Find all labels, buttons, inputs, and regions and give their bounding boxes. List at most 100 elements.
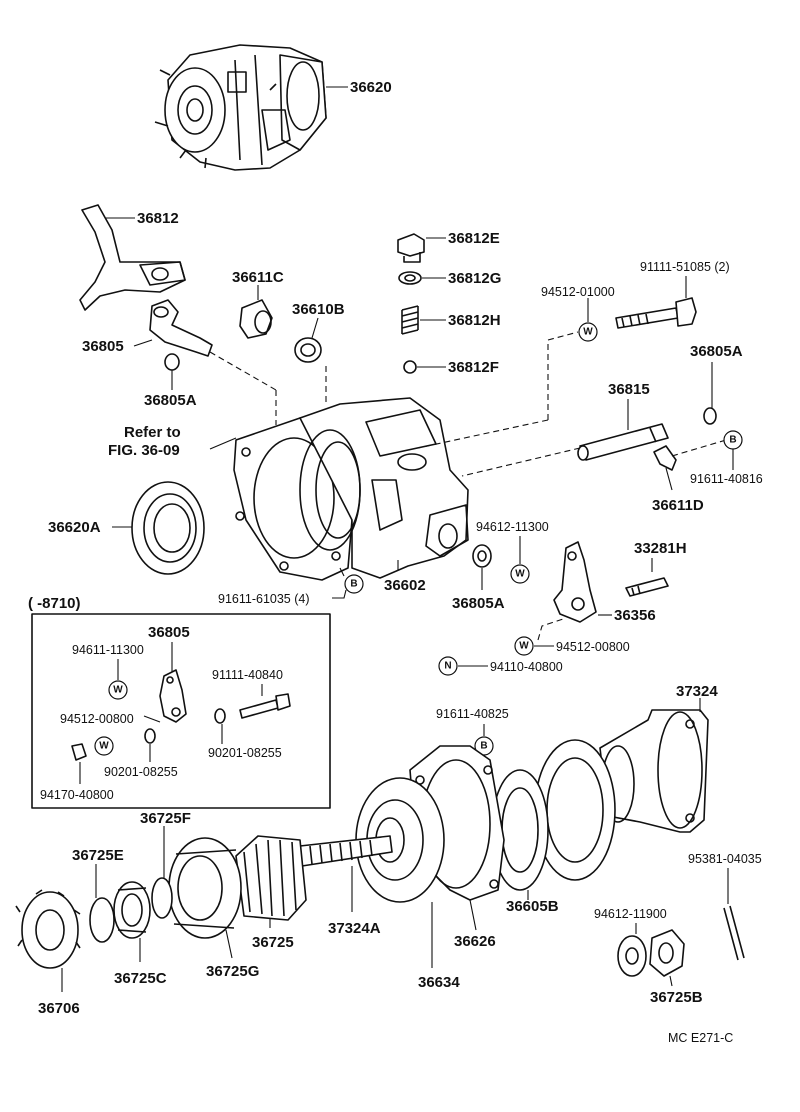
label-36812: 36812 [137, 210, 179, 227]
washer-symbol-inset-94512: W [94, 736, 114, 756]
label-94110-40800: 94110-40800 [490, 660, 563, 674]
label-36812f: 36812F [448, 359, 499, 376]
label-inset-90201-08255-a: 90201-08255 [208, 746, 282, 760]
bearing-retainer-37324-drawing [599, 709, 709, 833]
label-94612-11900: 94612-11900 [594, 907, 667, 921]
needle-bearing-36725c-drawing [113, 881, 151, 939]
shift-fork-drawing [79, 204, 186, 311]
washer-symbol-94612-11300: W [510, 564, 530, 584]
transfer-assembly-drawing [154, 44, 327, 171]
label-37324: 37324 [676, 683, 718, 700]
label-inset-90201-08255-b: 90201-08255 [104, 765, 178, 779]
nut-symbol-94110-40800: N [438, 656, 458, 676]
svg-text:B: B [350, 579, 357, 590]
label-36725b: 36725B [650, 989, 703, 1006]
svg-text:W: W [519, 641, 529, 652]
label-36812e: 36812E [448, 230, 500, 247]
lever-36356-drawing [553, 541, 597, 623]
figure-code: MC E271-C [668, 1031, 733, 1045]
extension-housing-drawing [233, 397, 469, 581]
svg-text:B: B [729, 435, 736, 446]
ring-36725f [151, 877, 173, 919]
label-36602: 36602 [384, 577, 426, 594]
bearing-36605b-drawing [491, 739, 616, 891]
label-91611-40816: 91611-40816 [690, 472, 763, 486]
label-36725f: 36725F [140, 810, 191, 827]
gear-36706-drawing [15, 889, 81, 969]
shift-shaft-drawing [149, 299, 213, 357]
washer-symbol-94512-01000: W [578, 322, 598, 342]
label-36805a-left: 36805A [144, 392, 197, 409]
spring-36812h-drawing [401, 305, 419, 335]
label-36706: 36706 [38, 1000, 80, 1017]
cotter-pin [723, 905, 745, 961]
label-36812g: 36812G [448, 270, 501, 287]
label-94512-01000: 94512-01000 [541, 285, 615, 299]
bolt-symbol-91611-61035: B [344, 574, 364, 594]
svg-text:W: W [99, 741, 109, 752]
svg-text:W: W [515, 569, 525, 580]
bolt-symbol-91611-40816: B [723, 430, 743, 450]
label-36634: 36634 [418, 974, 460, 991]
label-36611d: 36611D [652, 497, 704, 514]
oil-seal-36620a-drawing [131, 481, 205, 575]
label-36805a-bottom: 36805A [452, 595, 505, 612]
bushing-36611c-drawing [239, 299, 273, 339]
label-36356: 36356 [614, 607, 656, 624]
inset-bolt-drawing [239, 693, 291, 719]
ball-36812f [403, 360, 417, 374]
label-37324a: 37324A [328, 920, 381, 937]
label-inset-94611-11300: 94611-11300 [72, 643, 144, 657]
label-36725: 36725 [252, 934, 294, 951]
label-95381-04035: 95381-04035 [688, 852, 762, 866]
plug-36812e-drawing [397, 233, 425, 263]
snap-ring-36805a [164, 353, 180, 371]
washer-94612-11900 [617, 935, 647, 977]
label-91111-51085: 91111-51085 (2) [640, 260, 730, 274]
label-36725g: 36725G [206, 963, 259, 980]
label-inset-94170-40800: 94170-40800 [40, 788, 114, 802]
refer-text-line1: Refer to [124, 424, 181, 441]
svg-text:B: B [480, 741, 487, 752]
svg-text:W: W [113, 685, 123, 696]
pin-36815-drawing [577, 423, 669, 461]
label-36725e: 36725E [72, 847, 124, 864]
label-94512-00800: 94512-00800 [556, 640, 630, 654]
refer-text-line2: FIG. 36-09 [108, 442, 180, 459]
label-36805a-right: 36805A [690, 343, 743, 360]
inset-nut-drawing [71, 743, 87, 761]
washer-36725e [89, 897, 115, 943]
label-91611-61035: 91611-61035 (4) [218, 592, 310, 606]
inset-lever-drawing [159, 669, 187, 723]
washer-symbol-inset-94611: W [108, 680, 128, 700]
label-33281h: 33281H [634, 540, 687, 557]
sleeve-36725-drawing [235, 835, 307, 921]
label-inset-91111-40840: 91111-40840 [212, 668, 283, 682]
label-36815: 36815 [608, 381, 650, 398]
inset-washer-a [144, 728, 156, 744]
snap-ring-right [703, 407, 717, 425]
label-inset-36805: 36805 [148, 624, 190, 641]
label-36626: 36626 [454, 933, 496, 950]
svg-text:W: W [583, 327, 593, 338]
label-91611-40825: 91611-40825 [436, 707, 509, 721]
washer-symbol-94512-00800: W [514, 636, 534, 656]
inset-box [31, 613, 331, 809]
inset-range-label: ( -8710) [28, 595, 81, 612]
seal-36805a-small [472, 544, 492, 568]
label-36620a: 36620A [48, 519, 101, 536]
label-36812h: 36812H [448, 312, 501, 329]
seal-36610b [294, 337, 322, 363]
gear-36725g-drawing [168, 837, 242, 939]
castle-nut-36725b-drawing [649, 929, 685, 977]
label-inset-94512-00800: 94512-00800 [60, 712, 134, 726]
label-36611c: 36611C [232, 269, 284, 286]
gasket-36812g [398, 271, 422, 285]
inset-washer-b [214, 708, 226, 724]
label-36605b: 36605B [506, 898, 559, 915]
label-94612-11300: 94612-11300 [476, 520, 549, 534]
clip-36611d-drawing [653, 445, 677, 471]
label-36725c: 36725C [114, 970, 167, 987]
